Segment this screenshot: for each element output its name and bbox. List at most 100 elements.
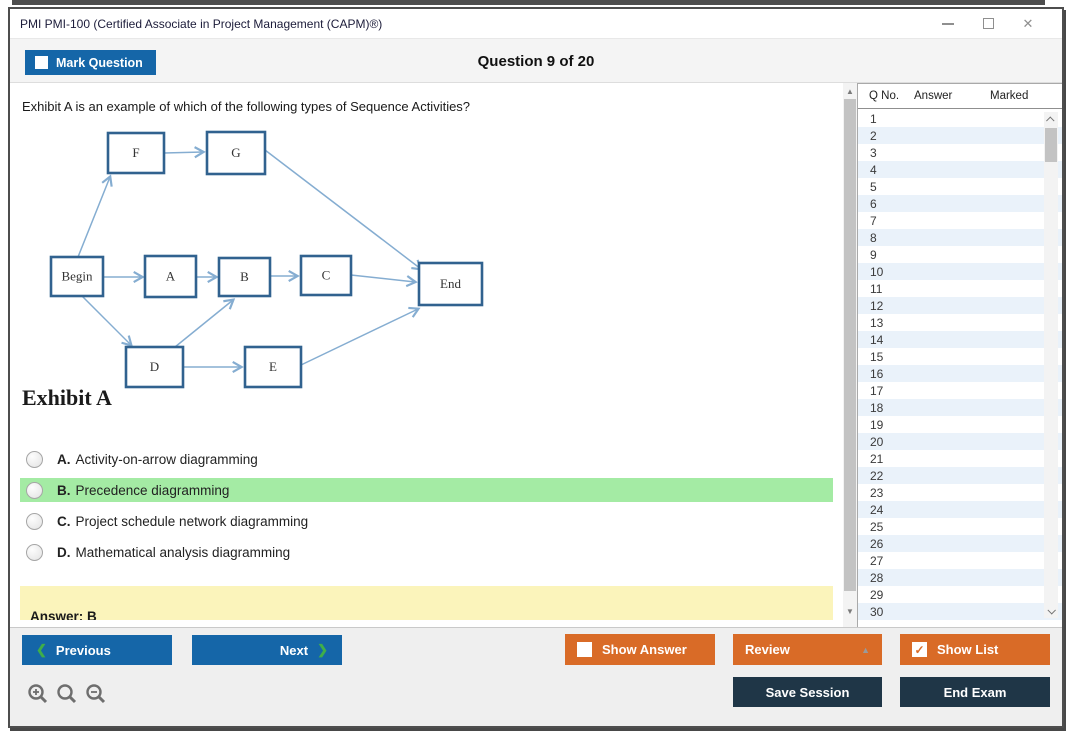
close-button[interactable]: ✕ (1008, 11, 1048, 37)
question-list-row[interactable]: 24 (858, 501, 1062, 518)
question-number: 16 (870, 366, 884, 381)
diagram-node-label: D (150, 359, 159, 374)
question-list-row[interactable]: 15 (858, 348, 1062, 365)
end-exam-label: End Exam (943, 684, 1007, 700)
option-letter: B. (57, 482, 71, 498)
show-answer-checkbox-icon (577, 642, 592, 657)
question-number: 27 (870, 553, 884, 568)
question-number: 18 (870, 400, 884, 415)
diagram-node-f (106, 131, 166, 175)
option-a[interactable]: A. Activity-on-arrow diagramming (20, 447, 833, 471)
column-marked: Marked (990, 90, 1029, 102)
radio-icon[interactable] (26, 481, 43, 499)
question-text: Exhibit A is an example of which of the … (22, 99, 471, 114)
question-header: Mark Question Question 9 of 20 (10, 39, 1062, 83)
question-list-row[interactable]: 27 (858, 552, 1062, 569)
main-scrollbar[interactable]: ▲ ▼ (843, 83, 857, 627)
question-list-row[interactable]: 20 (858, 433, 1062, 450)
diagram-node-label: E (269, 359, 277, 374)
save-session-button[interactable]: Save Session (733, 677, 882, 707)
question-number: 14 (870, 332, 884, 347)
question-list-row[interactable]: 25 (858, 518, 1062, 535)
zoom-icon[interactable] (55, 682, 79, 706)
question-number: 28 (870, 570, 884, 585)
question-list-row[interactable]: 4 (858, 161, 1062, 178)
diagram-edge-c-end (350, 274, 418, 288)
window-controls: ✕ (928, 11, 1062, 37)
show-answer-button[interactable]: Show Answer (565, 634, 715, 665)
diagram-node-b (217, 256, 272, 298)
column-answer: Answer (914, 90, 953, 102)
question-list-row[interactable]: 29 (858, 586, 1062, 603)
zoom-out-icon[interactable] (84, 682, 108, 706)
option-b[interactable]: B. Precedence diagramming (20, 478, 833, 502)
question-list-row[interactable]: 2 (858, 127, 1062, 144)
question-number: 23 (870, 485, 884, 500)
question-list-row[interactable]: 23 (858, 484, 1062, 501)
maximize-button[interactable] (968, 11, 1008, 37)
question-list-row[interactable]: 7 (858, 212, 1062, 229)
question-number: 29 (870, 587, 884, 602)
option-d[interactable]: D. Mathematical analysis diagramming (20, 540, 833, 564)
diagram-edge-begin-d (81, 295, 133, 347)
question-list-row[interactable]: 19 (858, 416, 1062, 433)
radio-icon[interactable] (26, 543, 43, 561)
chevron-up-icon: ▲ (861, 644, 870, 655)
question-list-row[interactable]: 6 (858, 195, 1062, 212)
scrollbar-thumb[interactable] (844, 99, 856, 591)
question-list-row[interactable]: 18 (858, 399, 1062, 416)
question-list-row[interactable]: 5 (858, 178, 1062, 195)
question-list-row[interactable]: 13 (858, 314, 1062, 331)
diagram-node-c (299, 254, 353, 297)
option-letter: D. (57, 544, 71, 560)
question-list-row[interactable]: 14 (858, 331, 1062, 348)
question-list-row[interactable]: 3 (858, 144, 1062, 161)
title-bar: PMI PMI-100 (Certified Associate in Proj… (10, 9, 1062, 39)
previous-button[interactable]: ❮ Previous (22, 635, 172, 665)
diagram-edge-f-g (163, 146, 206, 159)
maximize-icon (982, 18, 994, 29)
question-list-row[interactable]: 30 (858, 603, 1062, 620)
question-counter: Question 9 of 20 (477, 52, 595, 70)
question-number: 12 (870, 298, 884, 313)
scroll-up-icon[interactable] (1044, 112, 1058, 127)
question-list-row[interactable]: 17 (858, 382, 1062, 399)
scrollbar-thumb[interactable] (1045, 128, 1057, 162)
review-dropdown[interactable]: Review ▲ (733, 634, 882, 665)
radio-icon[interactable] (26, 450, 43, 468)
zoom-in-icon[interactable] (26, 682, 50, 706)
question-list-scrollbar[interactable] (1044, 112, 1058, 618)
question-list-row[interactable]: 22 (858, 467, 1062, 484)
question-number: 21 (870, 451, 884, 466)
diagram-node-label: C (322, 268, 331, 283)
diagram-node-d (124, 345, 185, 389)
question-list-row[interactable]: 16 (858, 365, 1062, 382)
question-number: 25 (870, 519, 884, 534)
question-list-row[interactable]: 28 (858, 569, 1062, 586)
radio-icon[interactable] (26, 512, 43, 530)
question-list-row[interactable]: 26 (858, 535, 1062, 552)
question-list-row[interactable]: 10 (858, 263, 1062, 280)
end-exam-button[interactable]: End Exam (900, 677, 1050, 707)
option-c[interactable]: C. Project schedule network diagramming (20, 509, 833, 533)
question-list-row[interactable]: 21 (858, 450, 1062, 467)
question-list-row[interactable]: 8 (858, 229, 1062, 246)
question-number: 17 (870, 383, 884, 398)
question-list-row[interactable]: 11 (858, 280, 1062, 297)
question-list-row[interactable]: 12 (858, 297, 1062, 314)
question-number: 8 (870, 230, 877, 245)
mark-question-button[interactable]: Mark Question (25, 50, 156, 75)
scroll-up-icon[interactable]: ▲ (846, 86, 854, 96)
scroll-down-icon[interactable]: ▼ (846, 606, 854, 616)
question-number: 22 (870, 468, 884, 483)
next-button[interactable]: Next ❯ (192, 635, 342, 665)
minimize-button[interactable] (928, 11, 968, 37)
question-list-header: Q No. Answer Marked (858, 84, 1062, 109)
scroll-down-icon[interactable] (1044, 603, 1058, 618)
show-list-button[interactable]: ✓ Show List (900, 634, 1050, 665)
question-list-row[interactable]: 1 (858, 110, 1062, 127)
diagram-node-label: A (166, 269, 176, 284)
option-text: Precedence diagramming (75, 482, 230, 498)
question-list-row[interactable]: 9 (858, 246, 1062, 263)
show-list-label: Show List (937, 642, 999, 657)
